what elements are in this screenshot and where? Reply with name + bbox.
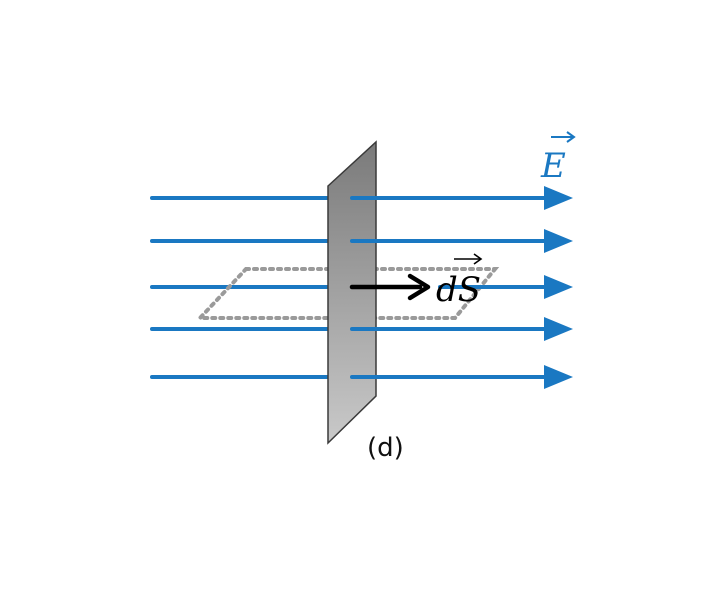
field-label: E bbox=[540, 146, 566, 186]
field-lines-right bbox=[350, 196, 558, 379]
field-arrowheads bbox=[544, 186, 573, 389]
arrowhead-icon bbox=[544, 229, 573, 253]
arrowhead-icon bbox=[544, 365, 573, 389]
field-lines-left bbox=[150, 196, 332, 379]
overhead-arrow-icon bbox=[551, 131, 576, 143]
area-vector-label: dS bbox=[436, 270, 481, 310]
surface-outline-dotted bbox=[195, 267, 500, 320]
figure-caption: (d) bbox=[367, 433, 404, 463]
arrowhead-icon bbox=[544, 317, 573, 341]
overhead-arrow-icon bbox=[454, 253, 483, 265]
area-vector-arrow bbox=[349, 273, 431, 301]
arrowhead-icon bbox=[544, 275, 573, 299]
surface-plate bbox=[327, 140, 377, 445]
arrowhead-icon bbox=[544, 186, 573, 210]
